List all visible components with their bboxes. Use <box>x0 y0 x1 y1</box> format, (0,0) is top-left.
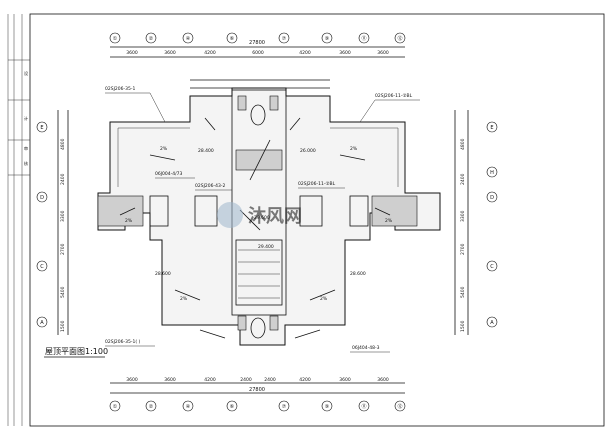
bottom-dim-3: 4200 <box>204 377 216 383</box>
elevation-5: 28.600 <box>350 271 366 277</box>
drawing-border <box>29 13 605 427</box>
bottom-axis-3: ④ <box>186 404 191 410</box>
ref-top-left: 02SJ206-35-1 <box>105 86 135 92</box>
elevation-1: 28.400 <box>198 148 214 154</box>
ref-top-right: 02SJ206-11-②BL <box>375 93 413 99</box>
title-block-label-3: 审 <box>24 145 28 151</box>
slope-label-4: 2% <box>385 218 393 224</box>
left-axis-c: C <box>40 264 44 270</box>
top-axis-1: ① <box>113 36 118 42</box>
top-overall-dim: 27800 <box>249 40 265 46</box>
left-axis-e: E <box>40 125 43 131</box>
bottom-overall-dim: 27800 <box>249 387 265 393</box>
top-axis-2: ② <box>149 36 154 42</box>
bottom-axis-5: ⑦ <box>282 404 287 410</box>
slope-label-6: 2% <box>320 296 328 302</box>
right-dim-1: 4800 <box>460 138 466 150</box>
slope-label-1: 2% <box>160 146 168 152</box>
bottom-axis-4: ⑥ <box>230 404 235 410</box>
elevation-marks: 28.400 26.000 29.600 28.600 28.600 29.40… <box>155 148 366 277</box>
top-dimension-chain: 27800 3600 3600 4200 6000 4200 3600 3600 <box>110 40 405 58</box>
bottom-dim-5: 2400 <box>264 377 276 383</box>
right-axis-e: E <box>490 125 493 131</box>
top-axis-5: ⑦ <box>282 36 287 42</box>
reference-callouts: 02SJ206-35-1 02SJ206-11-②BL 06J004-4/73 … <box>105 86 420 353</box>
right-axis-d: D <box>490 195 494 201</box>
ref-mid-center: 02SJ206-43-2 <box>195 183 225 189</box>
right-axis-a: A <box>490 320 494 326</box>
top-dim-5: 4200 <box>299 50 311 56</box>
bottom-axis-1: ① <box>113 404 118 410</box>
left-axis-column: E D C A 4800 2400 3300 2700 5400 1500 <box>36 110 69 335</box>
top-axis-8: ⑫ <box>397 35 402 42</box>
left-axis-a: A <box>40 320 44 326</box>
top-dim-4: 6000 <box>252 50 264 56</box>
top-dim-7: 3600 <box>377 50 389 56</box>
left-dim-6: 1500 <box>60 320 66 332</box>
watermark-logo: 沐风网 <box>217 202 302 228</box>
bottom-dim-4: 2400 <box>240 377 252 383</box>
left-dim-2: 2400 <box>60 173 66 185</box>
slope-label-2: 2% <box>350 146 358 152</box>
top-dim-3: 4200 <box>204 50 216 56</box>
top-axis-3: ④ <box>186 36 191 42</box>
top-axis-4: ⑥ <box>230 36 235 42</box>
top-dim-2: 3600 <box>164 50 176 56</box>
elevation-3: 29.600 <box>254 215 270 221</box>
bottom-axis-8: ⑫ <box>397 403 402 410</box>
bottom-axis-6: ⑨ <box>325 404 329 410</box>
title-block-label-1: 设 <box>24 70 28 76</box>
top-axis-7: ⑪ <box>361 35 366 42</box>
side-boxes <box>97 195 418 227</box>
slope-arrows: 2% 2% 2% 2% 2% 2% <box>119 117 393 339</box>
bottom-axis-bubbles: ① ② ④ ⑥ ⑦ ⑨ ⑪ ⑫ <box>109 400 406 412</box>
top-dim-6: 3600 <box>339 50 351 56</box>
bottom-axis-7: ⑪ <box>361 403 366 410</box>
right-dim-2: 2400 <box>460 173 466 185</box>
left-dim-1: 4800 <box>60 138 66 150</box>
right-dim-4: 2700 <box>460 243 466 255</box>
top-axis-6: ⑨ <box>325 36 329 42</box>
title-block-label-4: 核 <box>24 160 28 166</box>
bottom-dim-6: 4200 <box>299 377 311 383</box>
elevation-6: 29.400 <box>258 244 274 250</box>
ref-mid-left: 06J004-4/73 <box>155 171 183 177</box>
title-block-label-2: 计 <box>24 115 28 121</box>
right-dim-6: 1500 <box>460 320 466 332</box>
ref-bottom-left: 02SJ206-35-1( ) <box>105 339 141 345</box>
elevation-2: 26.000 <box>300 148 316 154</box>
right-axis-c: C <box>490 264 494 270</box>
stair-top-dims <box>190 79 330 89</box>
left-dim-4: 2700 <box>60 243 66 255</box>
bottom-axis-2: ② <box>149 404 154 410</box>
watermark-text: 沐风网 <box>248 205 302 227</box>
left-dim-5: 5400 <box>60 286 66 298</box>
left-dim-3: 3300 <box>60 210 66 222</box>
bottom-dim-7: 3600 <box>339 377 351 383</box>
slope-label-5: 2% <box>180 296 188 302</box>
drawing-title: 屋顶平面图1:100 <box>45 347 108 356</box>
bottom-dim-1: 3600 <box>126 377 138 383</box>
slope-label-3: 2% <box>125 218 133 224</box>
right-axis-column: E H D C A 4800 2400 3300 2700 5400 1500 <box>454 110 498 335</box>
right-dim-3: 3300 <box>460 210 466 222</box>
right-axis-h: H <box>490 170 494 176</box>
left-axis-d: D <box>40 195 44 201</box>
bottom-dim-2: 3600 <box>164 377 176 383</box>
bottom-dimension-chain: 3600 3600 4200 2400 2400 4200 3600 3600 … <box>110 377 405 394</box>
top-axis-bubbles: ① ② ④ ⑥ ⑦ ⑨ ⑪ ⑫ <box>109 32 406 44</box>
elevation-4: 28.600 <box>155 271 171 277</box>
ref-bottom-right: 06J404-48-3 <box>352 345 380 351</box>
right-dim-5: 5400 <box>460 286 466 298</box>
bottom-dim-8: 3600 <box>377 377 389 383</box>
title-block-strip: 设 计 审 核 <box>7 14 30 426</box>
stair-core <box>231 89 287 339</box>
top-dim-1: 3600 <box>126 50 138 56</box>
ref-mid-right: 02SJ206-11-②BL <box>298 181 336 187</box>
